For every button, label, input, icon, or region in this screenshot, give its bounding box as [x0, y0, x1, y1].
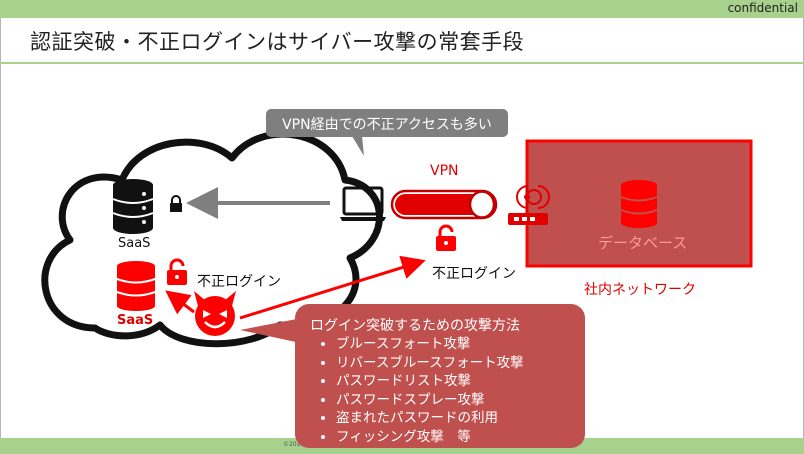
database-label: データベース	[598, 234, 688, 252]
copyright-text: ©2019	[283, 441, 305, 448]
saas-red-label: SaaS	[117, 313, 154, 328]
lock-icon	[170, 195, 182, 212]
saas-label: SaaS	[118, 236, 151, 251]
laptop-icon	[340, 186, 386, 221]
router-icon	[508, 185, 550, 225]
list-item: ブルースフォート攻撃	[336, 335, 524, 354]
list-item: 盗まれたパスワードの利用	[336, 409, 524, 428]
red-callout-tail	[240, 318, 310, 345]
unauthorized-login-label: 不正ログイン	[197, 274, 281, 290]
attack-arrow-vpn	[239, 255, 426, 320]
attack-arrow-saas	[165, 290, 195, 315]
title-divider	[0, 62, 804, 64]
attack-methods-callout: ログイン突破するための攻撃方法 ブルースフォート攻撃 リバースブルースフォート攻…	[295, 304, 585, 448]
saas-database-icon	[116, 261, 156, 311]
list-item: フィッシング攻撃 等	[336, 428, 524, 447]
vpn-label: VPN	[430, 163, 459, 179]
top-bar: confidential	[0, 0, 804, 18]
unlocked-icon	[167, 258, 187, 285]
list-item: パスワードリスト攻撃	[336, 372, 524, 391]
grey-callout-tail	[352, 136, 364, 156]
vpn-warning-callout: VPN経由での不正アクセスも多い	[266, 109, 508, 137]
slide-title: 認証突破・不正ログインはサイバー攻撃の常套手段	[30, 30, 525, 54]
attack-methods-list: ブルースフォート攻撃 リバースブルースフォート攻撃 パスワードリスト攻撃 パスワ…	[318, 335, 524, 447]
confidential-label: confidential	[727, 1, 798, 15]
internal-database-icon	[620, 180, 658, 228]
vpn-warning-text: VPN経由での不正アクセスも多い	[282, 117, 492, 133]
vpn-tunnel-icon	[390, 189, 498, 220]
attack-methods-heading: ログイン突破するための攻撃方法	[310, 318, 520, 334]
internal-network-label: 社内ネットワーク	[584, 282, 696, 298]
database-icon	[112, 179, 154, 234]
list-item: リバースブルースフォート攻撃	[336, 354, 524, 373]
list-item: パスワードスプレー攻撃	[336, 391, 524, 410]
devil-icon	[194, 291, 236, 336]
unauthorized-login-label: 不正ログイン	[432, 266, 516, 282]
unlocked-icon	[436, 224, 456, 251]
